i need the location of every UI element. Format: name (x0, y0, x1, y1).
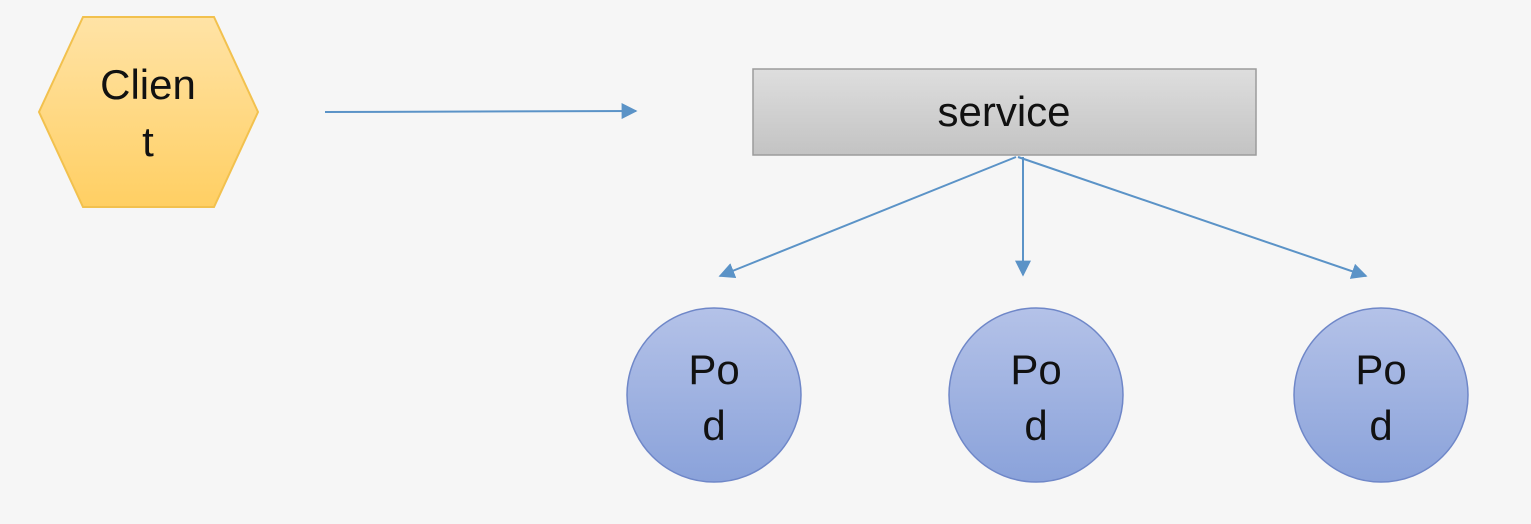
pod-1-label-line-1: Po (688, 346, 739, 393)
pod-3-label-line-1: Po (1355, 346, 1406, 393)
client-label-line-2: t (142, 118, 154, 165)
pod-3-circle-shape (1293, 307, 1469, 483)
pod-2-label-line-2: d (1024, 402, 1047, 449)
client-node: Clien t (37, 16, 260, 208)
pod-3-label-line-2: d (1369, 402, 1392, 449)
service-label: service (937, 88, 1070, 135)
service-box-shape (752, 68, 1257, 156)
pod-node-1: Po d (626, 307, 802, 483)
service-to-pod-3-arrow (1017, 156, 1368, 279)
pod-1-circle-shape (626, 307, 802, 483)
service-to-pod-1-arrow (718, 156, 1017, 279)
service-node: service (752, 68, 1257, 156)
pod-1-label-line-2: d (702, 402, 725, 449)
pod-node-2: Po d (948, 307, 1124, 483)
client-to-service-arrow (324, 103, 638, 120)
client-label-line-1: Clien (100, 61, 196, 108)
pod-2-label-line-1: Po (1010, 346, 1061, 393)
pod-node-3: Po d (1293, 307, 1469, 483)
client-hexagon-shape (37, 16, 260, 208)
pod-2-circle-shape (948, 307, 1124, 483)
